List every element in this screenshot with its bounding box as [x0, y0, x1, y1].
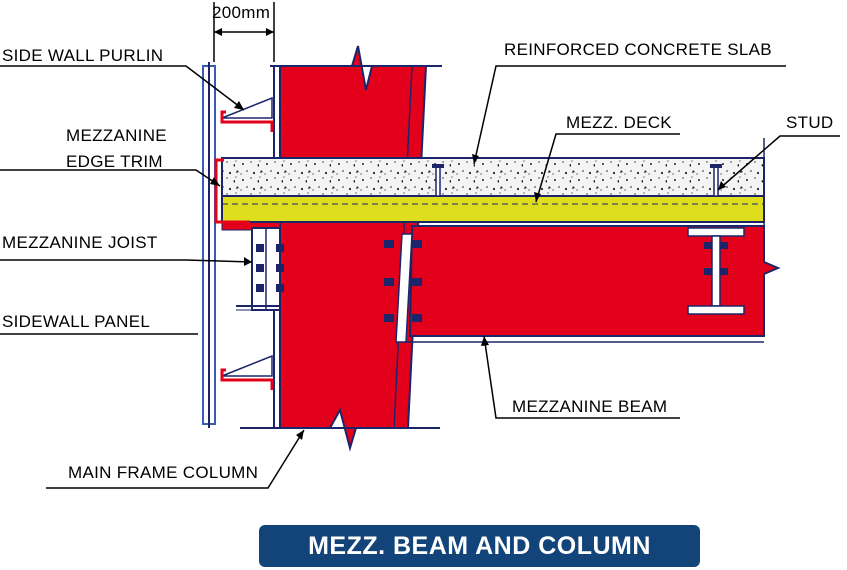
beam-end-plate	[395, 233, 413, 343]
title-banner: MEZZ. BEAM AND COLUMN	[259, 525, 700, 567]
label-reinforced-concrete-slab: REINFORCED CONCRETE SLAB	[504, 40, 772, 59]
label-main-frame-column: MAIN FRAME COLUMN	[68, 463, 258, 482]
label-mezz-deck: MEZZ. DECK	[566, 113, 672, 132]
label-mezzanine-joist: MEZZANINE JOIST	[2, 233, 158, 252]
shear-studs	[432, 164, 722, 197]
mezzanine-deck	[221, 195, 765, 223]
leader-lines	[0, 65, 840, 489]
joist-connection	[221, 221, 281, 311]
label-stud: STUD	[786, 113, 833, 132]
joist-i-section	[687, 227, 745, 315]
label-side-wall-purlin: SIDE WALL PURLIN	[2, 46, 163, 65]
label-sidewall-panel: SIDEWALL PANEL	[2, 312, 150, 331]
dimension-200mm: 200mm	[212, 2, 275, 62]
dimension-label: 200mm	[212, 3, 270, 22]
bolts	[256, 240, 422, 322]
mezzanine-edge-trim	[214, 158, 250, 224]
label-mezzanine-edge-trim-line2: EDGE TRIM	[66, 152, 163, 171]
label-mezzanine-beam: MEZZANINE BEAM	[512, 397, 667, 416]
leader-arrows	[210, 101, 726, 440]
mezzanine-beam	[404, 225, 781, 343]
diagram-title: MEZZ. BEAM AND COLUMN	[308, 531, 651, 560]
sidewall-panel	[202, 62, 216, 428]
label-mezzanine-edge-trim-line1: MEZZANINE	[66, 126, 167, 145]
side-wall-purlin-bottom	[220, 354, 274, 390]
reinforced-concrete-slab	[221, 138, 765, 228]
side-wall-purlin-top	[220, 96, 274, 132]
